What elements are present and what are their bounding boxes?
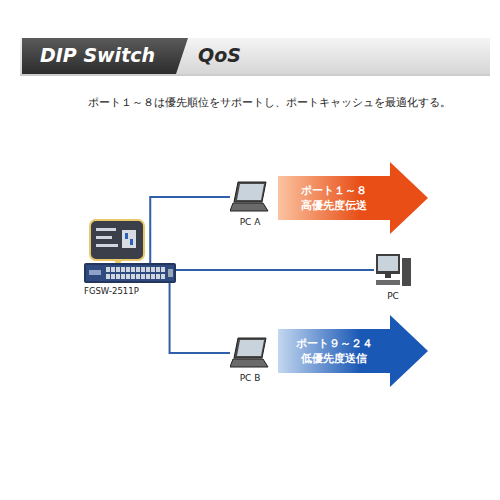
dip-label-mark <box>96 244 118 247</box>
sfp-port <box>168 269 173 277</box>
pc-node: PC A <box>230 180 270 214</box>
laptop-base <box>230 203 268 211</box>
pc-node: PC B <box>230 336 270 370</box>
laptop-display <box>237 340 264 356</box>
port <box>151 267 155 272</box>
header-tab <box>22 38 188 74</box>
port <box>141 267 145 272</box>
pc-node: PC <box>374 252 412 288</box>
port <box>146 274 150 279</box>
port <box>126 267 130 272</box>
arrow-text-box: ポート１～８高優先度伝送 <box>278 176 390 220</box>
monitor <box>376 254 400 274</box>
port <box>156 274 160 279</box>
laptop-outline <box>230 336 270 370</box>
port <box>131 274 135 279</box>
port <box>111 274 115 279</box>
network-cable <box>150 197 230 263</box>
laptop-base <box>230 359 268 367</box>
port <box>106 267 110 272</box>
arrow-text-box: ポート９～２４低優先度送信 <box>278 329 390 373</box>
port <box>131 267 135 272</box>
priority-arrow: ポート１～８高優先度伝送 <box>278 162 428 234</box>
laptop-display <box>237 184 264 200</box>
pc-label: PC A <box>240 217 261 227</box>
laptop-outline <box>230 180 270 214</box>
port <box>141 274 145 279</box>
network-cable <box>170 283 230 353</box>
logo-area <box>89 270 101 275</box>
subtitle-text: ポート１～８は優先順位をサポートし、ポートキャッシュを最適化する。 <box>88 96 451 110</box>
port <box>161 267 165 272</box>
monitor-stand <box>385 274 391 278</box>
switch-outline <box>84 263 176 283</box>
arrow-shape <box>278 162 428 234</box>
port <box>116 274 120 279</box>
arrow-shape <box>278 315 428 387</box>
dip-switch-body <box>122 230 136 248</box>
port <box>121 267 125 272</box>
monitor-screen <box>378 256 398 271</box>
port <box>126 274 130 279</box>
priority-text: 低優先度送信 <box>301 351 367 366</box>
laptop-screen <box>234 182 266 202</box>
port <box>136 274 140 279</box>
port-range: ポート９～２４ <box>296 336 373 351</box>
switch-front <box>86 265 174 281</box>
switch-body <box>84 263 176 283</box>
dip-switch-callout <box>90 220 144 260</box>
port <box>111 267 115 272</box>
port <box>146 267 150 272</box>
network-cable <box>176 269 374 271</box>
pc-label: PC <box>387 291 399 301</box>
port <box>136 267 140 272</box>
port-range: ポート１～８ <box>301 183 367 198</box>
keyboard <box>376 280 400 285</box>
header-rule <box>20 75 490 76</box>
desktop-outline <box>374 252 412 288</box>
arrow-outline <box>278 162 428 234</box>
port <box>116 267 120 272</box>
arrow-outline <box>278 315 428 387</box>
priority-text: 高優先度伝送 <box>301 198 367 213</box>
port <box>151 274 155 279</box>
dip-lever <box>130 239 133 245</box>
port <box>156 267 160 272</box>
port <box>121 274 125 279</box>
dip-label-mark <box>96 236 112 239</box>
title-text: DIP Switch <box>40 44 155 66</box>
dip-label-mark <box>96 228 116 231</box>
pc-label: PC B <box>240 373 261 383</box>
port <box>161 274 165 279</box>
dip-lever <box>125 233 128 239</box>
model-name: FGSW-2511P <box>84 286 139 296</box>
header-band <box>20 38 490 74</box>
laptop-screen <box>234 338 266 358</box>
tower <box>402 258 411 286</box>
heading-text: QoS <box>198 44 241 66</box>
priority-arrow: ポート９～２４低優先度送信 <box>278 315 428 387</box>
switch-device: FGSW-2511P <box>84 263 176 283</box>
port <box>106 274 110 279</box>
